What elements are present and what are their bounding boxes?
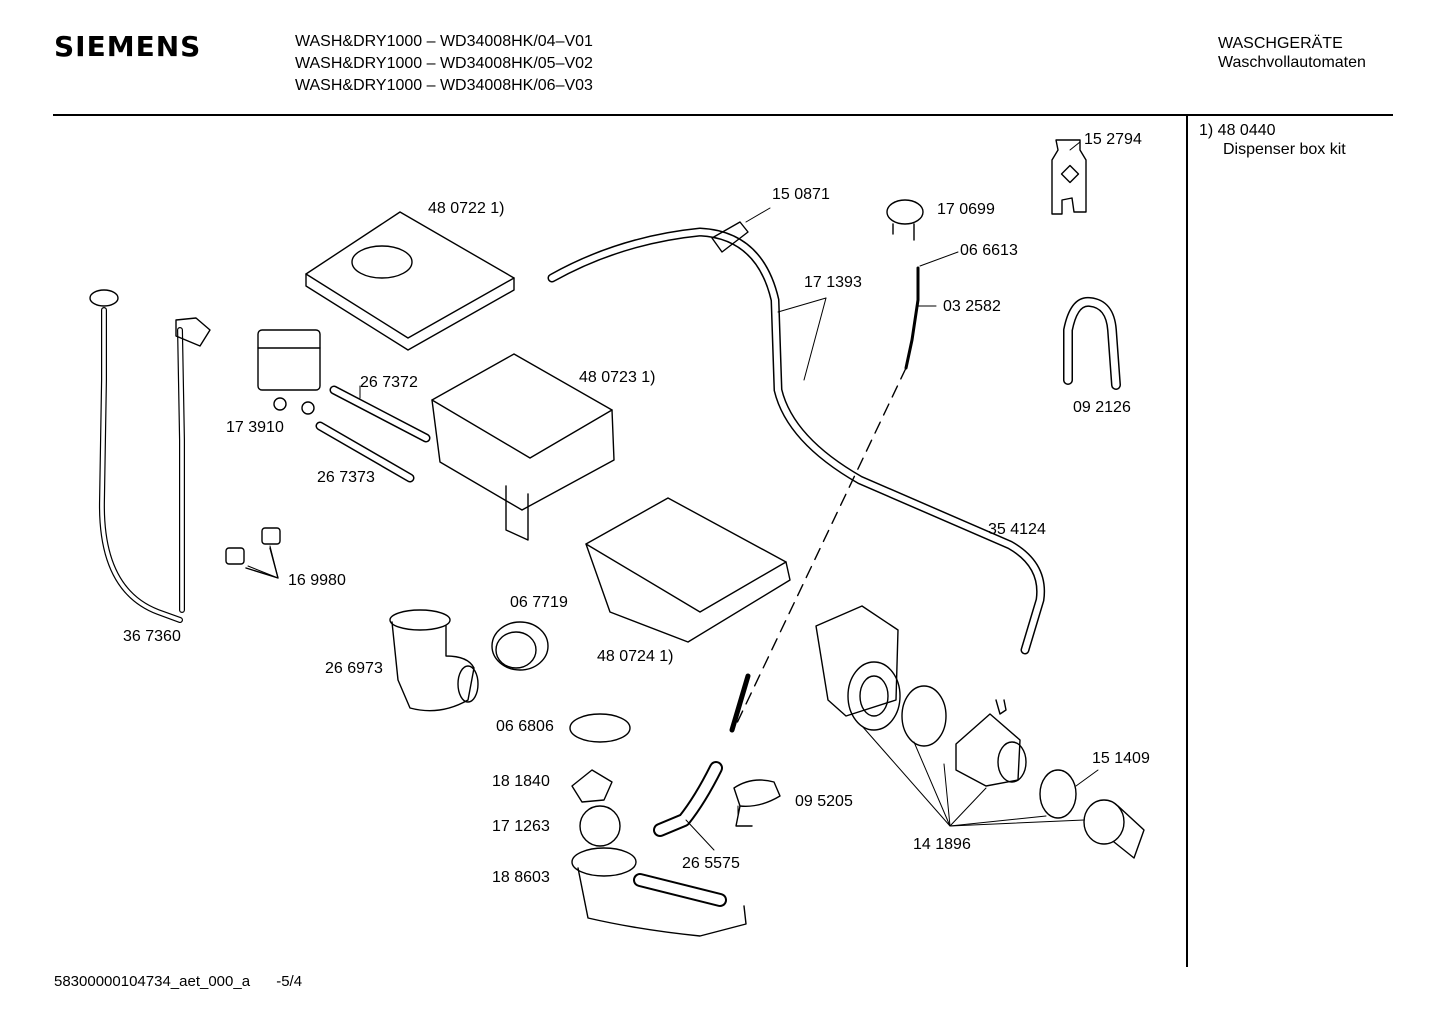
part-label: 15 1409: [1092, 750, 1150, 767]
part-label: 17 1393: [804, 274, 862, 291]
part-label: 09 5205: [795, 793, 853, 810]
part-label: 16 9980: [288, 572, 346, 589]
inlet-valve: [257, 329, 321, 415]
filter-cap: [1083, 799, 1145, 859]
footnote: 1) 48 0440 Dispenser box kit: [1199, 121, 1346, 159]
sidebar-divider: [1186, 116, 1188, 967]
part-label: 48 0723 1): [579, 369, 656, 386]
part-label: 06 6613: [960, 242, 1018, 259]
part-label: 18 1840: [492, 773, 550, 790]
part-label: 26 5575: [682, 855, 740, 872]
assembly-line: [735, 367, 907, 726]
model-list: WASH&DRY1000 – WD34008HK/04–V01 WASH&DRY…: [295, 31, 593, 97]
retainer-clip: [571, 769, 613, 803]
model-line: WASH&DRY1000 – WD34008HK/05–V02: [295, 55, 593, 72]
footer: 58300000104734_aet_000_a -5/4: [54, 973, 324, 990]
pressure-sensor: [886, 199, 924, 241]
hose-clamp: [261, 527, 281, 545]
part-label: 06 6806: [496, 718, 554, 735]
part-label: 14 1896: [913, 836, 971, 853]
part-label: 15 2794: [1084, 131, 1142, 148]
drain-hose: [547, 227, 1046, 655]
part-label: 15 0871: [772, 186, 830, 203]
sump-hose: [571, 847, 747, 937]
pump-housing: [955, 699, 1027, 787]
pump-gasket: [901, 685, 947, 747]
dispenser-drawer: [585, 497, 791, 643]
part-label: 36 7360: [123, 628, 181, 645]
pressure-tube: [904, 266, 920, 370]
filter-gasket: [1039, 769, 1077, 819]
footnote-ref: 1) 48 0440: [1199, 122, 1276, 139]
dispenser-housing: [431, 353, 615, 541]
ball-valve: [579, 805, 621, 847]
part-label: 17 0699: [937, 201, 995, 218]
drain-pump: [815, 605, 901, 731]
part-label: 17 1263: [492, 818, 550, 835]
hose-clip: [711, 221, 749, 253]
header-divider: [53, 114, 1393, 116]
mounting-bracket: [1051, 139, 1087, 215]
part-label: 26 7373: [317, 469, 375, 486]
part-label: 26 6973: [325, 660, 383, 677]
bellows-hose: [389, 609, 479, 712]
leader-lines: [247, 141, 1099, 851]
brand-logo: SIEMENS: [54, 30, 202, 63]
hose-clamp: [225, 547, 245, 565]
category-title: WASCHGERÄTE: [1218, 35, 1343, 52]
seal-ring: [491, 621, 549, 671]
dispenser-top: [305, 211, 515, 351]
category-subtitle: Waschvollautomaten: [1218, 54, 1366, 71]
part-label: 03 2582: [943, 298, 1001, 315]
part-label: 35 4124: [988, 521, 1046, 538]
sensor-cap: [733, 779, 781, 807]
part-label: 17 3910: [226, 419, 284, 436]
part-label: 18 8603: [492, 869, 550, 886]
clamp-ring: [569, 713, 631, 743]
model-line: WASH&DRY1000 – WD34008HK/06–V03: [295, 77, 593, 94]
part-label: 48 0724 1): [597, 648, 674, 665]
model-line: WASH&DRY1000 – WD34008HK/04–V01: [295, 33, 593, 50]
footnote-description: Dispenser box kit: [1223, 141, 1346, 158]
document-id: 58300000104734_aet_000_a: [54, 973, 251, 990]
part-label: 06 7719: [510, 594, 568, 611]
category-block: WASCHGERÄTE Waschvollautomaten: [1218, 34, 1366, 72]
part-label: 48 0722 1): [428, 200, 505, 217]
part-label: 26 7372: [360, 374, 418, 391]
page-number: -5/4: [276, 973, 303, 990]
part-label: 09 2126: [1073, 399, 1131, 416]
